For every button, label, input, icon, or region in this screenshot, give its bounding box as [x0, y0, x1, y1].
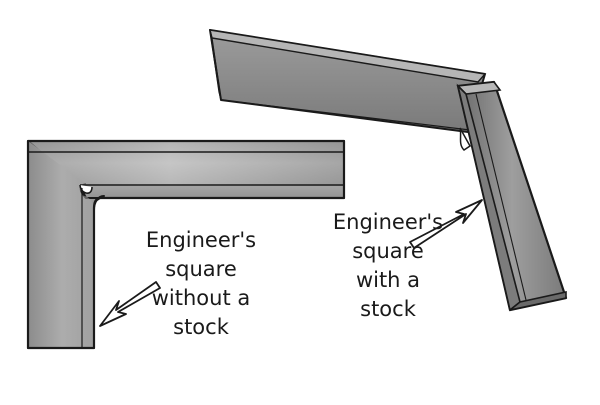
label-line: with a: [355, 268, 421, 292]
square-with-stock-blade: [209, 29, 486, 133]
label-line: Engineer's: [332, 210, 444, 234]
square-with-stock: [209, 29, 568, 312]
label-square-without-stock: Engineer's square without a stock: [136, 226, 266, 342]
label-line: stock: [173, 315, 229, 339]
label-line: without a: [151, 286, 251, 310]
arrow-to-square-without-stock: [99, 281, 161, 327]
label-line: stock: [360, 297, 416, 321]
label-square-with-stock: Engineer's square with a stock: [322, 208, 454, 324]
label-line: Engineer's: [145, 228, 257, 252]
square-without-stock-outline: [26, 139, 346, 350]
square-without-stock: [26, 139, 346, 350]
label-line: square: [165, 257, 237, 281]
label-line: square: [352, 239, 424, 263]
arrow-to-square-with-stock: [409, 199, 483, 249]
